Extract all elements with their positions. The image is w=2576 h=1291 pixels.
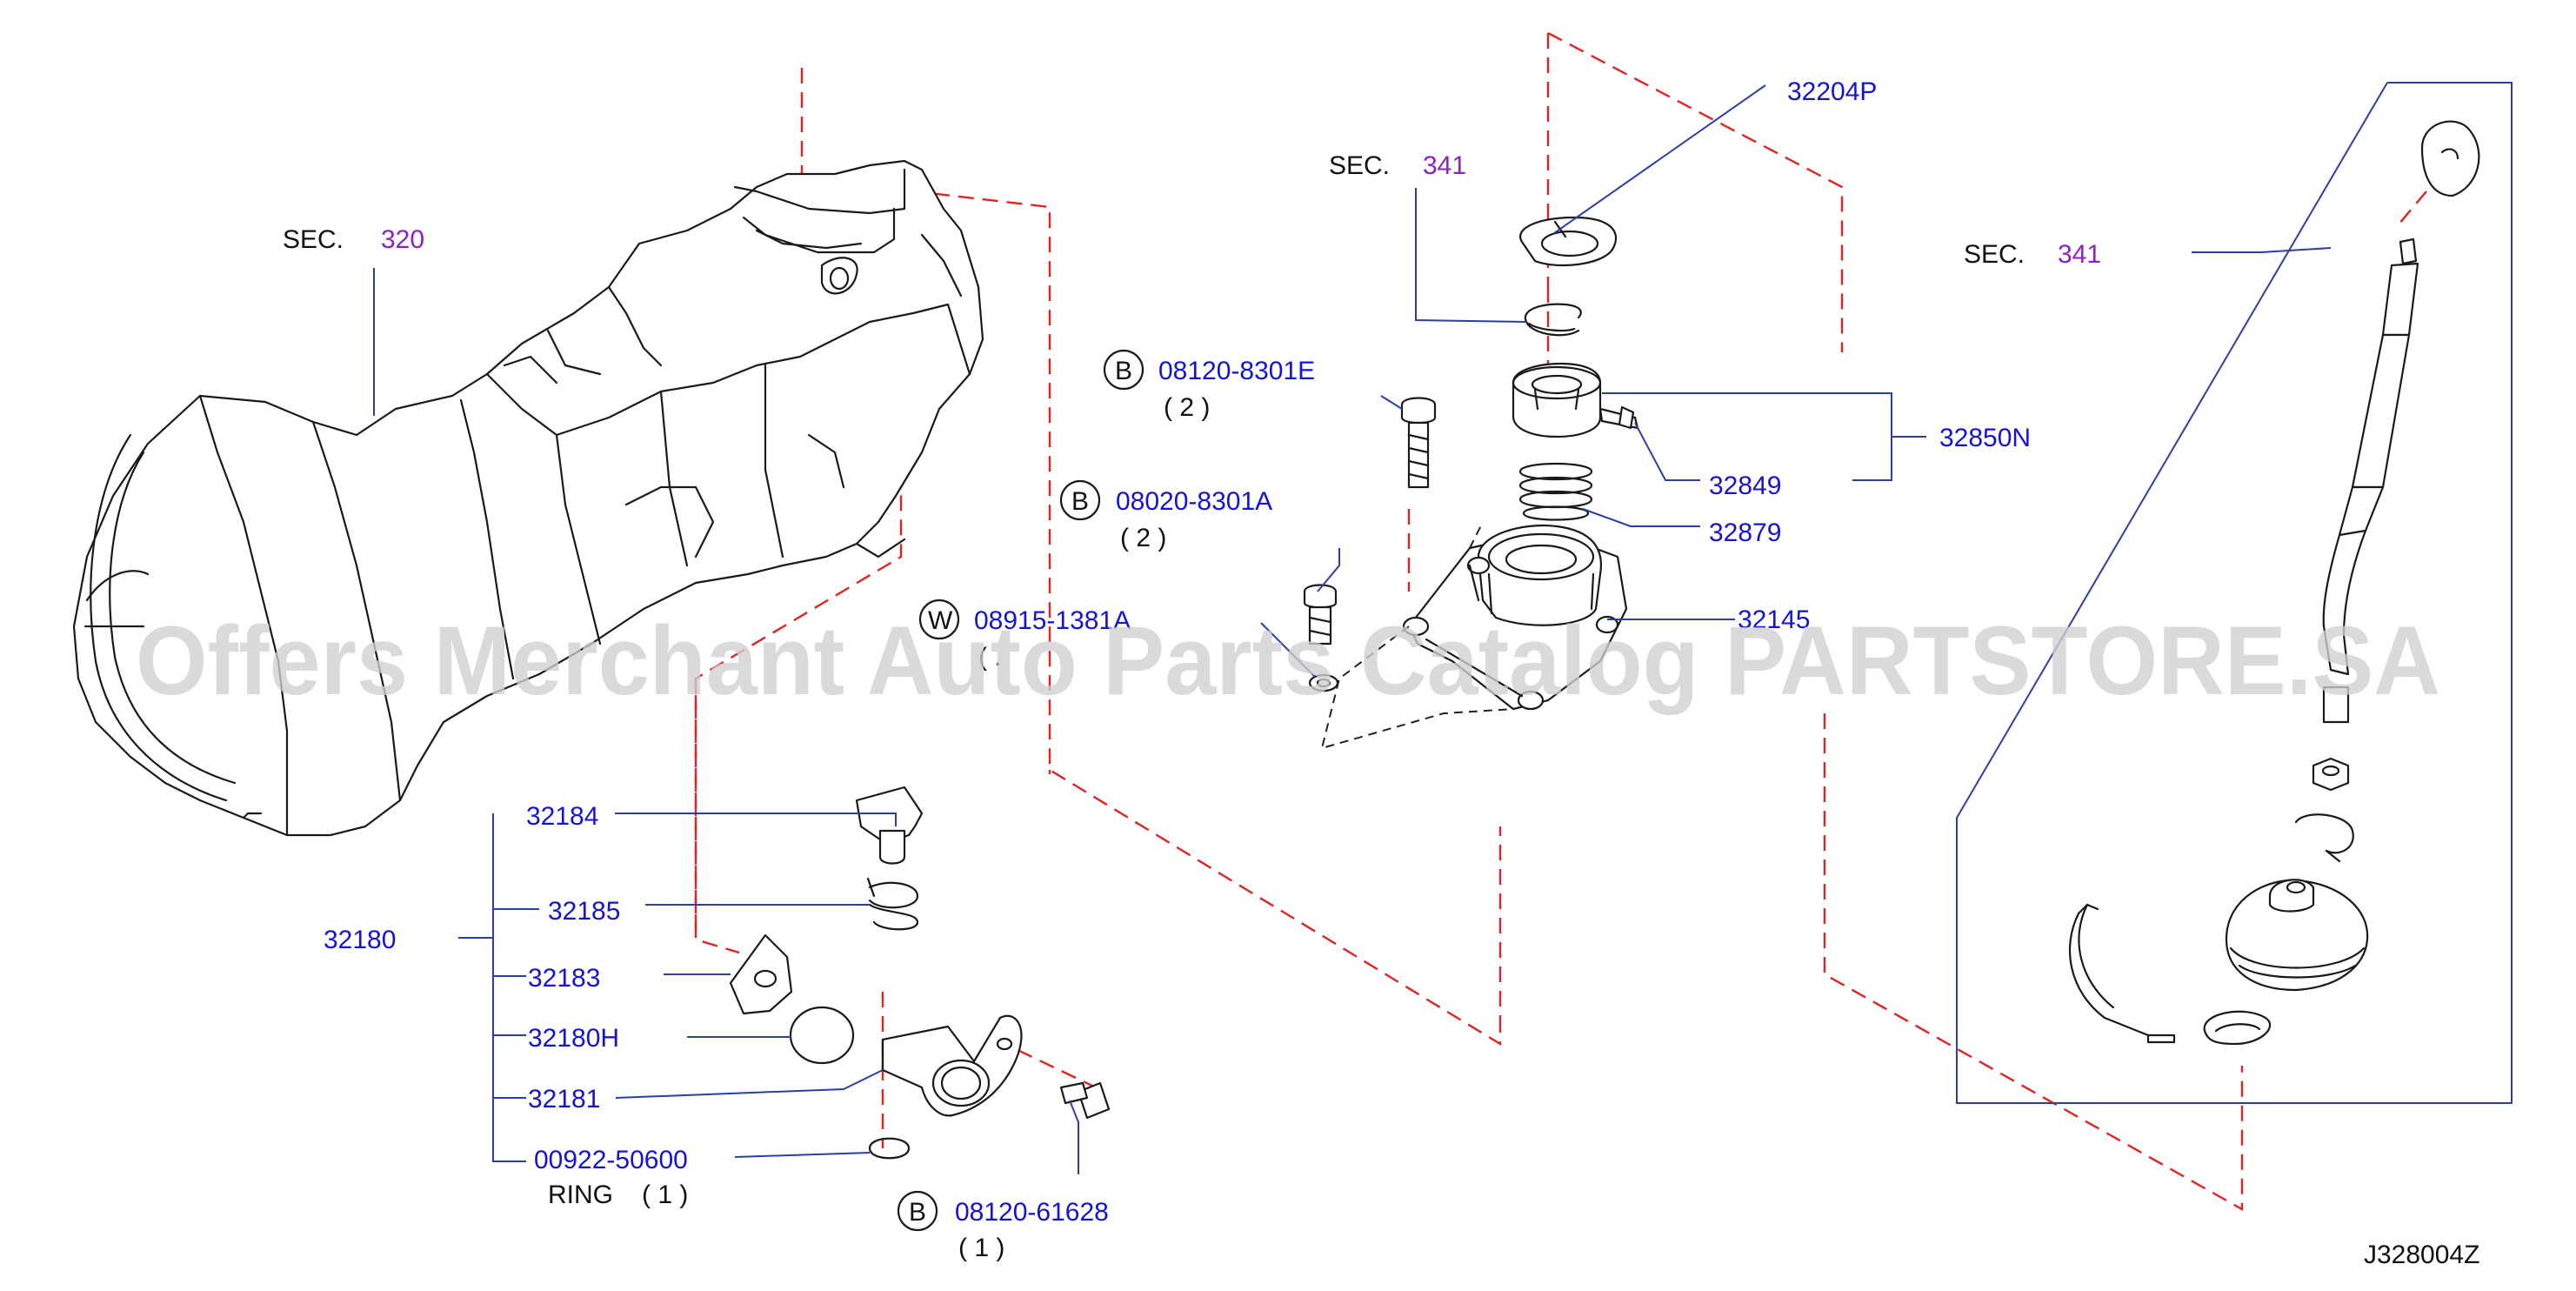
part-32204P[interactable]: 32204P <box>1787 77 1877 106</box>
diagram-code: J328004Z <box>2364 1241 2479 1269</box>
section-reference-320[interactable]: SEC. 320 <box>283 225 424 254</box>
control-lever-parts <box>729 786 1111 1160</box>
part-32145[interactable]: 32145 <box>1738 605 1810 634</box>
shift-lever-upper-parts <box>1512 216 1639 521</box>
shift-retainer-housing <box>1320 521 1628 750</box>
section-reference-341-center[interactable]: SEC. 341 <box>1329 151 1466 180</box>
fastener-type: W <box>928 606 953 635</box>
part-32184[interactable]: 32184 <box>526 802 598 831</box>
sec-prefix-2: SEC. <box>1329 151 1390 180</box>
section-reference-341-right[interactable]: SEC. 341 <box>1964 240 2101 269</box>
part-32850N[interactable]: 32850N <box>1939 424 2031 452</box>
watermark-text: Offers Merchant Auto Parts Catalog PARTS… <box>136 606 2440 715</box>
fastener-number[interactable]: 08020-8301A <box>1116 487 1272 516</box>
part-32180H[interactable]: 32180H <box>528 1024 619 1053</box>
shift-lever-assembly <box>2068 120 2480 1046</box>
leader-lines <box>373 84 2332 1174</box>
part-32185[interactable]: 32185 <box>548 897 620 926</box>
phantom-lines <box>694 31 2427 1212</box>
fastener-type-badge <box>918 599 960 640</box>
fastener-type: B <box>1071 487 1089 516</box>
fastener-qty: ( 1 ) <box>958 1234 1004 1262</box>
fastener-08120-8301E[interactable]: B 08120-8301E ( 2 ) <box>1103 349 1315 422</box>
part-32181[interactable]: 32181 <box>528 1085 600 1114</box>
fastener-type-badge <box>1103 349 1145 391</box>
fastener-type-badge <box>1059 479 1101 521</box>
fastener-qty: ( 2 ) <box>1120 524 1166 552</box>
fastener-qty: ( . <box>978 643 1002 672</box>
ring-qty: ( 1 ) <box>642 1181 688 1209</box>
sec-prefix-3: SEC. <box>1964 240 2025 269</box>
bolts-center <box>1303 397 1437 692</box>
part-32180[interactable]: 32180 <box>324 926 396 954</box>
part-32849[interactable]: 32849 <box>1709 472 1781 500</box>
fastener-08915-1381A[interactable]: W 08915-1381A ( . <box>918 599 1131 672</box>
fastener-type: B <box>1115 357 1132 385</box>
shift-lever-box <box>1956 82 2513 1104</box>
fastener-qty: ( 2 ) <box>1164 393 1210 422</box>
sec-number-341-right[interactable]: 341 <box>2058 240 2101 269</box>
fastener-number[interactable]: 08915-1381A <box>974 606 1131 635</box>
fastener-08020-8301A[interactable]: B 08020-8301A ( 2 ) <box>1059 479 1272 552</box>
fastener-number[interactable]: 08120-8301E <box>1158 357 1315 385</box>
part-32879[interactable]: 32879 <box>1709 518 1781 547</box>
part-32183[interactable]: 32183 <box>528 964 600 993</box>
transmission-housing <box>72 159 984 837</box>
sec-prefix-1: SEC. <box>283 225 344 254</box>
sec-number-320[interactable]: 320 <box>381 225 424 254</box>
fastener-type: B <box>909 1198 926 1227</box>
fastener-08120-61628[interactable]: B 08120-61628 ( 1 ) <box>897 1190 1109 1262</box>
fastener-number[interactable]: 08120-61628 <box>955 1198 1109 1227</box>
sec-number-341-center[interactable]: 341 <box>1423 151 1466 180</box>
fastener-type-badge <box>897 1190 938 1232</box>
ring-label: RING <box>548 1181 613 1209</box>
part-00922-50600[interactable]: 00922-50600 <box>534 1146 688 1174</box>
